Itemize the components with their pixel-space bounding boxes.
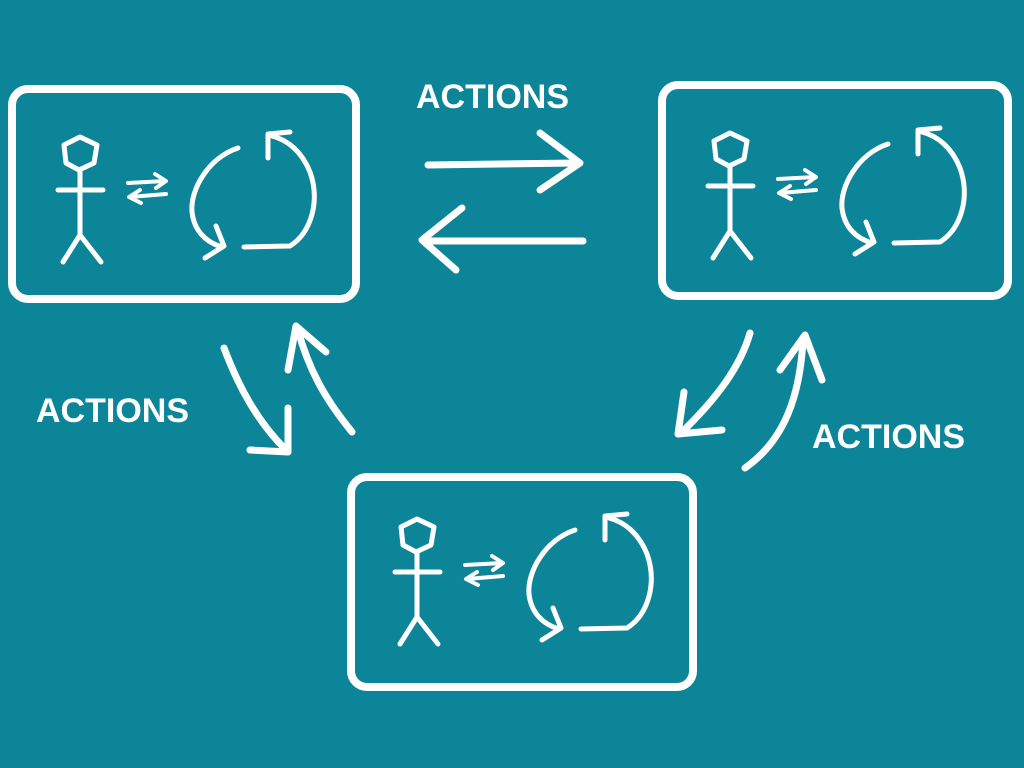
arrow-top-right-to-bottom bbox=[674, 329, 754, 438]
actions-label-left: ACTIONS bbox=[36, 392, 189, 430]
node-top-left bbox=[8, 85, 360, 303]
actions-label-right: ACTIONS bbox=[812, 418, 965, 456]
arrow-top-right-to-left bbox=[418, 204, 587, 274]
arrow-bottom-to-top-right bbox=[741, 331, 826, 472]
arrow-bottom-to-top-left bbox=[284, 322, 356, 436]
node-bottom bbox=[347, 473, 697, 691]
actions-label-top: ACTIONS bbox=[416, 78, 569, 116]
node-top-left-content bbox=[58, 132, 314, 262]
node-bottom-content bbox=[395, 514, 651, 644]
node-top-right bbox=[658, 81, 1012, 300]
arrow-top-left-to-right bbox=[424, 129, 584, 194]
arrow-top-left-to-bottom bbox=[220, 344, 292, 456]
node-top-right-content bbox=[708, 128, 964, 258]
